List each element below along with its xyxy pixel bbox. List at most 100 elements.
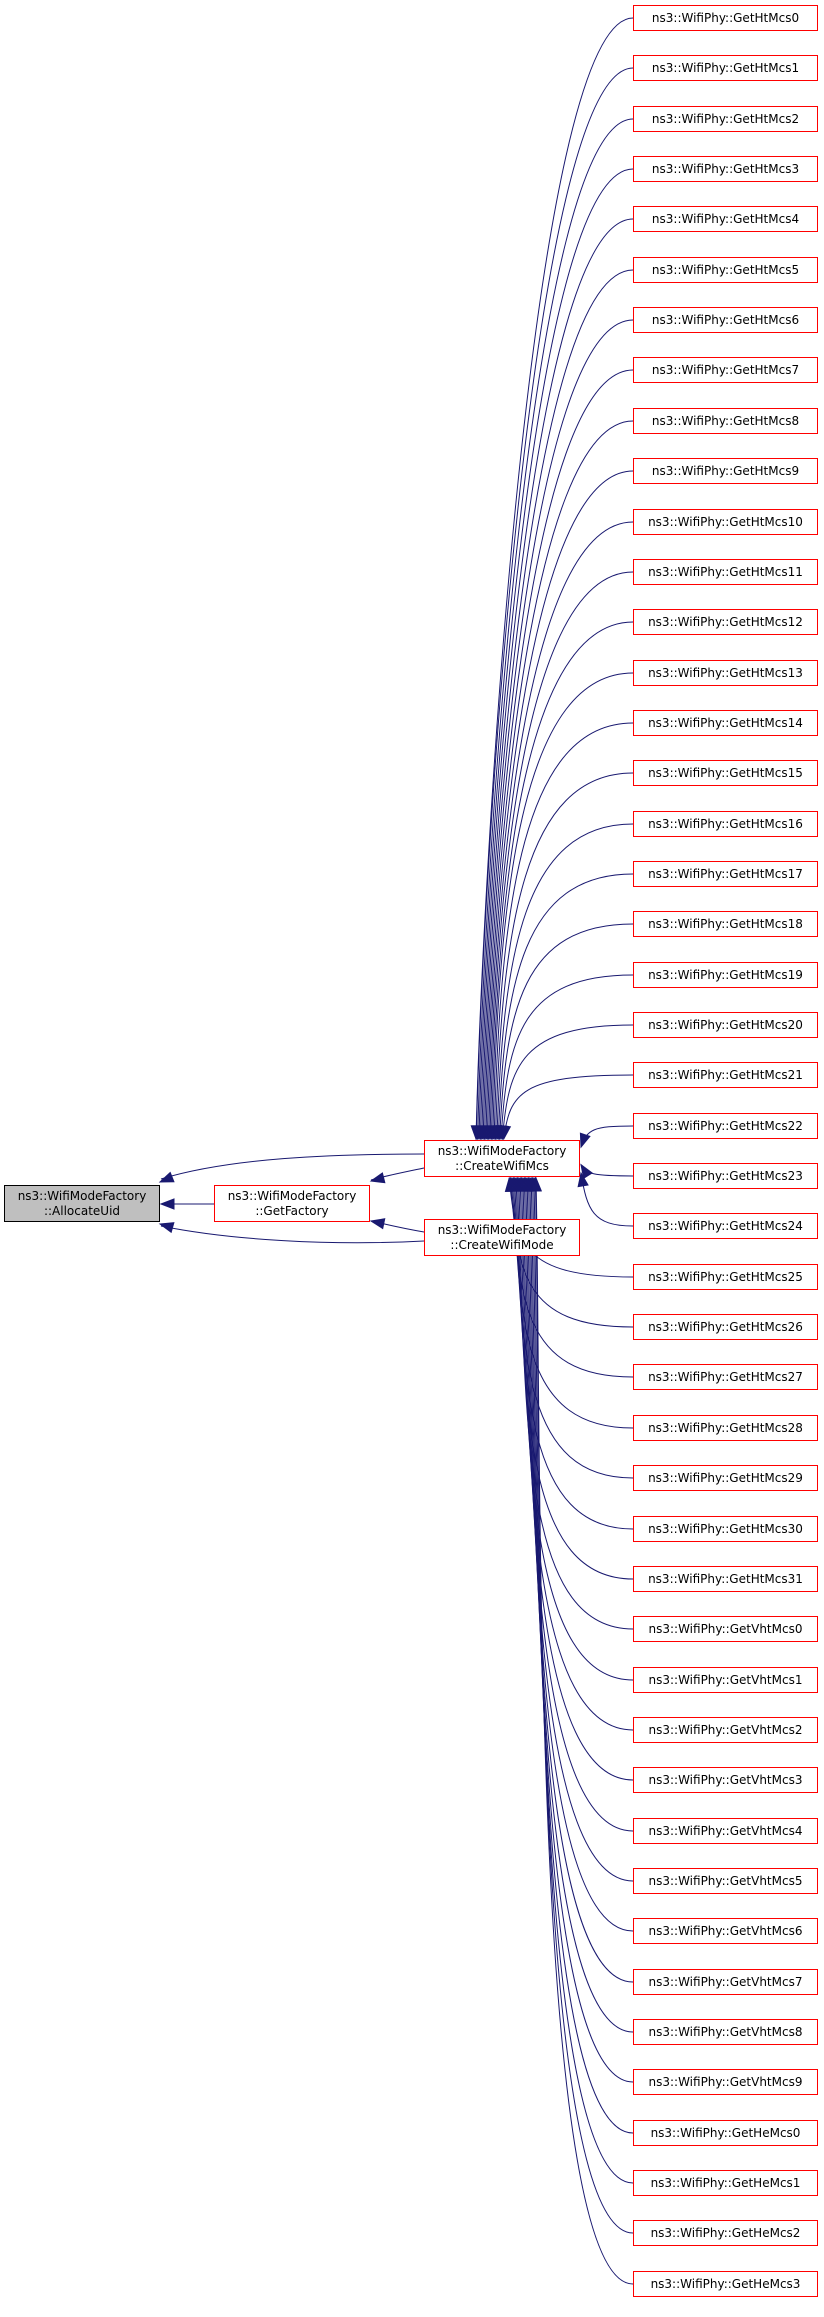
caller-node[interactable]: ns3::WifiPhy::GetHtMcs1 — [633, 55, 818, 81]
caller-node[interactable]: ns3::WifiPhy::GetHtMcs14 — [633, 710, 818, 736]
caller-node[interactable]: ns3::WifiPhy::GetHtMcs26 — [633, 1314, 818, 1340]
caller-node-label: ns3::WifiPhy::GetVhtMcs5 — [648, 1873, 803, 1888]
caller-node[interactable]: ns3::WifiPhy::GetHeMcs3 — [633, 2271, 818, 2297]
caller-node[interactable]: ns3::WifiPhy::GetHtMcs13 — [633, 660, 818, 686]
caller-node-label: ns3::WifiPhy::GetHtMcs11 — [648, 564, 803, 579]
node-create-wifi-mcs[interactable]: ns3::WifiModeFactory ::CreateWifiMcs — [424, 1140, 580, 1177]
caller-node[interactable]: ns3::WifiPhy::GetHtMcs17 — [633, 861, 818, 887]
edge-create-wifi-mcs-to-allocate-uid — [160, 1153, 425, 1180]
caller-node-label: ns3::WifiPhy::GetHtMcs28 — [648, 1420, 803, 1435]
caller-node[interactable]: ns3::WifiPhy::GetVhtMcs5 — [633, 1868, 818, 1894]
caller-node-label: ns3::WifiPhy::GetHtMcs18 — [648, 916, 803, 931]
caller-node[interactable]: ns3::WifiPhy::GetHtMcs6 — [633, 307, 818, 333]
caller-node-label: ns3::WifiPhy::GetVhtMcs4 — [648, 1823, 803, 1838]
caller-node[interactable]: ns3::WifiPhy::GetHtMcs22 — [633, 1113, 818, 1139]
caller-edge — [529, 1177, 634, 2033]
caller-node-label: ns3::WifiPhy::GetHtMcs20 — [648, 1017, 803, 1032]
caller-node[interactable]: ns3::WifiPhy::GetHtMcs7 — [633, 357, 818, 383]
caller-node[interactable]: ns3::WifiPhy::GetHeMcs2 — [633, 2220, 818, 2246]
edge-create-wifi-mcs-to-allocate-uid-arrow — [158, 1171, 175, 1183]
caller-node[interactable]: ns3::WifiPhy::GetHtMcs28 — [633, 1415, 818, 1441]
caller-node[interactable]: ns3::WifiPhy::GetHeMcs1 — [633, 2170, 818, 2196]
caller-edge-arrow — [579, 1132, 591, 1149]
caller-node-label: ns3::WifiPhy::GetHtMcs5 — [651, 262, 800, 277]
caller-node[interactable]: ns3::WifiPhy::GetVhtMcs1 — [633, 1667, 818, 1693]
caller-node[interactable]: ns3::WifiPhy::GetHtMcs21 — [633, 1062, 818, 1088]
caller-node[interactable]: ns3::WifiPhy::GetHtMcs9 — [633, 458, 818, 484]
caller-node[interactable]: ns3::WifiPhy::GetVhtMcs3 — [633, 1767, 818, 1793]
caller-edge-arrow — [499, 1124, 512, 1141]
caller-node[interactable]: ns3::WifiPhy::GetVhtMcs9 — [633, 2069, 818, 2095]
node-create-wifi-mode[interactable]: ns3::WifiModeFactory ::CreateWifiMode — [424, 1219, 580, 1256]
caller-node[interactable]: ns3::WifiPhy::GetHtMcs8 — [633, 408, 818, 434]
caller-node-label: ns3::WifiPhy::GetVhtMcs2 — [648, 1722, 803, 1737]
caller-node-label: ns3::WifiPhy::GetHeMcs0 — [650, 2125, 801, 2140]
caller-edge — [477, 118, 634, 1140]
node-allocate-uid-line2: ::AllocateUid — [43, 1203, 121, 1218]
caller-node[interactable]: ns3::WifiPhy::GetHtMcs24 — [633, 1213, 818, 1239]
caller-node[interactable]: ns3::WifiPhy::GetHtMcs3 — [633, 156, 818, 182]
caller-node[interactable]: ns3::WifiPhy::GetHtMcs25 — [633, 1264, 818, 1290]
caller-node-label: ns3::WifiPhy::GetHtMcs1 — [651, 60, 800, 75]
caller-node-label: ns3::WifiPhy::GetHtMcs6 — [651, 312, 800, 327]
caller-edge — [483, 369, 634, 1140]
caller-node[interactable]: ns3::WifiPhy::GetHtMcs2 — [633, 106, 818, 132]
caller-node[interactable]: ns3::WifiPhy::GetHtMcs11 — [633, 559, 818, 585]
caller-node-label: ns3::WifiPhy::GetHtMcs13 — [648, 665, 803, 680]
caller-edge — [494, 772, 634, 1140]
node-allocate-uid-line1: ns3::WifiModeFactory — [17, 1188, 147, 1203]
caller-node[interactable]: ns3::WifiPhy::GetHtMcs31 — [633, 1566, 818, 1592]
caller-node-label: ns3::WifiPhy::GetHtMcs27 — [648, 1369, 803, 1384]
caller-node[interactable]: ns3::WifiPhy::GetHtMcs5 — [633, 257, 818, 283]
caller-edge — [489, 571, 634, 1140]
caller-node-label: ns3::WifiPhy::GetVhtMcs7 — [648, 1974, 803, 1989]
caller-node[interactable]: ns3::WifiPhy::GetHtMcs10 — [633, 509, 818, 535]
caller-node-label: ns3::WifiPhy::GetHeMcs3 — [650, 2276, 801, 2291]
caller-edge — [478, 168, 634, 1140]
edge-get-factory-to-allocate-uid-arrow — [159, 1198, 175, 1210]
caller-node[interactable]: ns3::WifiPhy::GetHtMcs20 — [633, 1012, 818, 1038]
caller-node-label: ns3::WifiPhy::GetHtMcs14 — [648, 715, 803, 730]
caller-node-label: ns3::WifiPhy::GetHtMcs30 — [648, 1521, 803, 1536]
caller-node[interactable]: ns3::WifiPhy::GetHtMcs18 — [633, 911, 818, 937]
node-get-factory-line2: ::GetFactory — [255, 1203, 329, 1218]
caller-node-label: ns3::WifiPhy::GetHtMcs24 — [648, 1218, 803, 1233]
caller-edge — [500, 974, 634, 1140]
caller-node-label: ns3::WifiPhy::GetHtMcs19 — [648, 967, 803, 982]
caller-node[interactable]: ns3::WifiPhy::GetHtMcs30 — [633, 1516, 818, 1542]
caller-node-label: ns3::WifiPhy::GetVhtMcs8 — [648, 2024, 803, 2039]
caller-node[interactable]: ns3::WifiPhy::GetVhtMcs0 — [633, 1616, 818, 1642]
caller-node-label: ns3::WifiPhy::GetHtMcs16 — [648, 816, 803, 831]
caller-node-label: ns3::WifiPhy::GetHtMcs10 — [648, 514, 803, 529]
caller-node[interactable]: ns3::WifiPhy::GetHtMcs4 — [633, 206, 818, 232]
caller-node[interactable]: ns3::WifiPhy::GetHtMcs0 — [633, 5, 818, 31]
caller-node[interactable]: ns3::WifiPhy::GetHtMcs27 — [633, 1364, 818, 1390]
caller-edge — [501, 1024, 634, 1140]
caller-node[interactable]: ns3::WifiPhy::GetVhtMcs8 — [633, 2019, 818, 2045]
caller-node[interactable]: ns3::WifiPhy::GetHeMcs0 — [633, 2120, 818, 2146]
caller-node[interactable]: ns3::WifiPhy::GetHtMcs16 — [633, 811, 818, 837]
caller-node[interactable]: ns3::WifiPhy::GetVhtMcs2 — [633, 1717, 818, 1743]
caller-edge — [523, 1177, 634, 1832]
caller-edge — [496, 823, 634, 1140]
caller-node[interactable]: ns3::WifiPhy::GetVhtMcs4 — [633, 1818, 818, 1844]
caller-node[interactable]: ns3::WifiPhy::GetVhtMcs6 — [633, 1918, 818, 1944]
node-get-factory[interactable]: ns3::WifiModeFactory ::GetFactory — [214, 1185, 370, 1222]
caller-node-label: ns3::WifiPhy::GetHtMcs31 — [648, 1571, 803, 1586]
caller-node[interactable]: ns3::WifiPhy::GetHtMcs19 — [633, 962, 818, 988]
caller-edge — [481, 269, 634, 1140]
caller-edge — [527, 1177, 634, 1983]
caller-node-label: ns3::WifiPhy::GetVhtMcs0 — [648, 1621, 803, 1636]
caller-edge — [479, 218, 634, 1140]
caller-node[interactable]: ns3::WifiPhy::GetHtMcs12 — [633, 609, 818, 635]
caller-node[interactable]: ns3::WifiPhy::GetHtMcs29 — [633, 1465, 818, 1491]
edge-create-wifi-mode-to-get-factory-arrow — [369, 1218, 386, 1230]
caller-edge — [499, 923, 634, 1140]
caller-node-label: ns3::WifiPhy::GetHtMcs26 — [648, 1319, 803, 1334]
caller-node[interactable]: ns3::WifiPhy::GetHtMcs15 — [633, 760, 818, 786]
caller-node[interactable]: ns3::WifiPhy::GetHtMcs23 — [633, 1163, 818, 1189]
caller-edge — [482, 319, 634, 1140]
caller-node[interactable]: ns3::WifiPhy::GetVhtMcs7 — [633, 1969, 818, 1995]
node-create-wifi-mcs-line1: ns3::WifiModeFactory — [437, 1143, 567, 1158]
